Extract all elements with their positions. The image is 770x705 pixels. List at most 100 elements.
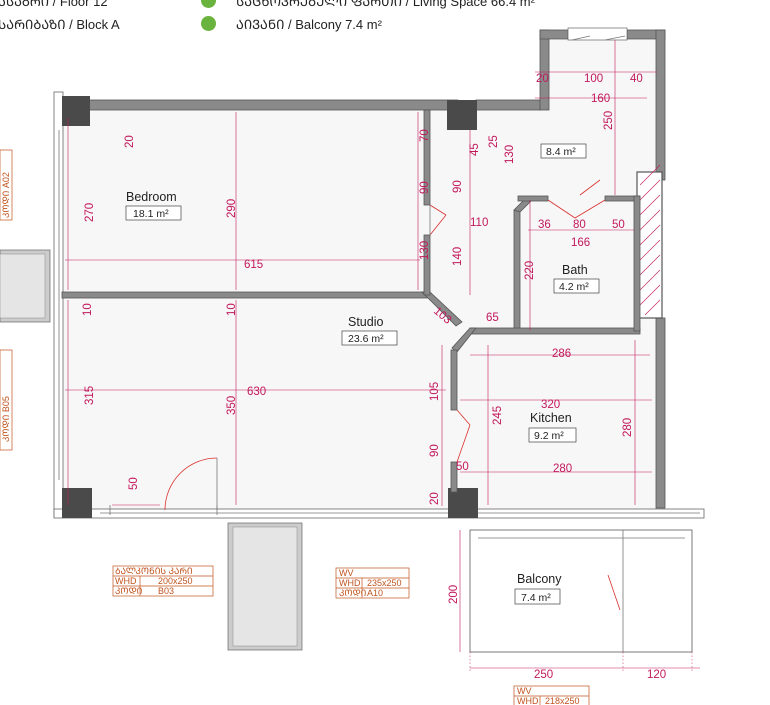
dim-250-balcony: 250	[534, 669, 553, 681]
wall-right-lower	[655, 317, 666, 509]
wall-hall-top-left	[539, 29, 569, 40]
block-label: ᲡᲐᲠᲘᲑᲐᲖᲘ / Block A	[0, 17, 120, 32]
kitchen-name: Kitchen	[530, 411, 572, 425]
dim-315: 315	[84, 386, 96, 405]
column-bottom-left	[62, 488, 92, 518]
svg-text:WHD: WHD	[517, 696, 539, 705]
dim-105: 105	[429, 382, 441, 401]
dim-200: 200	[448, 585, 460, 604]
dim-25: 25	[488, 135, 500, 148]
svg-text:B03: B03	[158, 586, 174, 596]
dim-630: 630	[247, 386, 266, 398]
hall-area: 8.4 m²	[546, 146, 576, 158]
hall-door[interactable]	[579, 179, 601, 196]
side-code-a02: ᲙᲝᲓᲘ A02	[1, 172, 11, 218]
bath-name: Bath	[562, 263, 588, 277]
svg-text:WHD: WHD	[339, 578, 361, 588]
living-space-label: ᲡᲐᲪᲮᲝᲕᲠᲔᲑᲔᲚᲘ ᲤᲐᲠᲗᲘ / Living Space 66.4 m…	[236, 0, 535, 9]
dim-220: 220	[524, 261, 536, 280]
dim-70: 70	[419, 129, 431, 142]
balcony-label: ᲐᲘᲕᲐᲜᲘ / Balcony 7.4 m²	[236, 17, 382, 32]
wall-bath-bottom	[469, 327, 641, 335]
dim-36: 36	[538, 219, 551, 231]
door-tag: ᲑᲐᲚᲙᲝᲜᲘᲡ ᲙᲐᲠᲘ WHD 200x250 ᲙᲝᲓᲘ B03	[112, 565, 214, 597]
vent-shaft	[636, 171, 663, 319]
dim-245: 245	[492, 406, 504, 425]
studio-name: Studio	[348, 315, 383, 329]
dim-130-mid: 130	[419, 241, 431, 260]
side-code-b05: ᲙᲝᲓᲘ B05	[1, 396, 11, 442]
wall-kitchen-left-top	[450, 349, 458, 411]
dim-90-b: 90	[452, 180, 464, 193]
svg-text:ᲙᲝᲓᲘ: ᲙᲝᲓᲘ	[339, 588, 367, 598]
dim-320: 320	[541, 399, 560, 411]
wall-bedroom-studio	[61, 291, 428, 299]
dim-10-b: 10	[226, 303, 238, 316]
dim-270: 270	[84, 203, 96, 222]
dim-50-entrance: 50	[128, 477, 140, 490]
dim-160: 160	[591, 93, 610, 105]
wall-right	[655, 29, 666, 181]
dim-65: 65	[486, 312, 499, 324]
hall-window	[567, 27, 628, 41]
dim-50-kitchen: 50	[456, 461, 469, 473]
wall-left	[53, 91, 64, 518]
dim-130-top: 130	[504, 145, 516, 164]
bath-area: 4.2 m²	[559, 281, 589, 293]
balcony-name: Balcony	[517, 572, 562, 586]
living-space-bullet	[201, 0, 216, 8]
svg-text:WV: WV	[517, 686, 532, 696]
svg-text:A10: A10	[367, 588, 383, 598]
wall-bottom	[53, 508, 705, 519]
dim-110: 110	[470, 217, 488, 229]
dim-10-a: 10	[82, 303, 94, 316]
dim-90-a: 90	[419, 181, 431, 194]
svg-text:ᲑᲐᲚᲙᲝᲜᲘᲡ ᲙᲐᲠᲘ: ᲑᲐᲚᲙᲝᲜᲘᲡ ᲙᲐᲠᲘ	[115, 566, 193, 576]
dim-250-hall: 250	[603, 111, 615, 130]
dim-100: 100	[584, 73, 603, 85]
bedroom-name: Bedroom	[126, 190, 177, 204]
window-tag-bottom: WV WHD 218x250	[513, 685, 590, 705]
dim-166: 166	[571, 237, 590, 249]
kitchen-area: 9.2 m²	[534, 430, 564, 442]
dim-20-bedroom: 20	[124, 135, 136, 148]
dim-350: 350	[226, 396, 238, 415]
wall-bath-top	[517, 195, 549, 202]
wall-bath-left	[513, 209, 521, 331]
studio-area: 23.6 m²	[348, 333, 384, 345]
bedroom-door[interactable]	[429, 204, 447, 236]
dim-280-horizontal: 280	[553, 463, 572, 475]
svg-text:235x250: 235x250	[367, 578, 402, 588]
wall-bath-right	[633, 195, 641, 332]
window-tag-a10: WV WHD 235x250 ᲙᲝᲓᲘ A10	[335, 567, 410, 599]
floor-label: ᲐᲡᲐᲒᲠᲘ / Floor 12	[0, 0, 108, 9]
svg-text:218x250: 218x250	[545, 696, 580, 705]
dim-50-bath: 50	[612, 219, 625, 231]
dim-286: 286	[552, 348, 571, 360]
dim-140: 140	[452, 247, 464, 266]
dim-20-top: 20	[536, 73, 549, 85]
svg-text:WV: WV	[339, 568, 354, 578]
dim-80: 80	[573, 219, 586, 231]
column-bottom-middle	[448, 488, 478, 518]
svg-text:200x250: 200x250	[158, 576, 193, 586]
svg-text:ᲙᲝᲓᲘ: ᲙᲝᲓᲘ	[115, 586, 143, 596]
balcony-bullet	[201, 16, 216, 31]
kitchen-door[interactable]	[456, 409, 471, 463]
dim-290: 290	[226, 199, 238, 218]
column-top-left	[62, 96, 90, 126]
wall-top-left	[87, 99, 459, 111]
balcony-door[interactable]	[607, 574, 621, 611]
bath-door[interactable]	[547, 199, 606, 219]
wall-bedroom-right-bottom	[423, 234, 431, 296]
entrance-door[interactable]	[164, 457, 218, 511]
balcony-outline	[469, 529, 693, 653]
dim-40: 40	[630, 73, 643, 85]
wall-top-right	[475, 99, 542, 111]
svg-text:WHD: WHD	[115, 576, 137, 586]
wall-bedroom-right-top	[423, 109, 431, 206]
dim-90-c: 90	[429, 444, 441, 457]
dim-120: 120	[647, 669, 666, 681]
dim-20-bottom: 20	[429, 492, 441, 505]
